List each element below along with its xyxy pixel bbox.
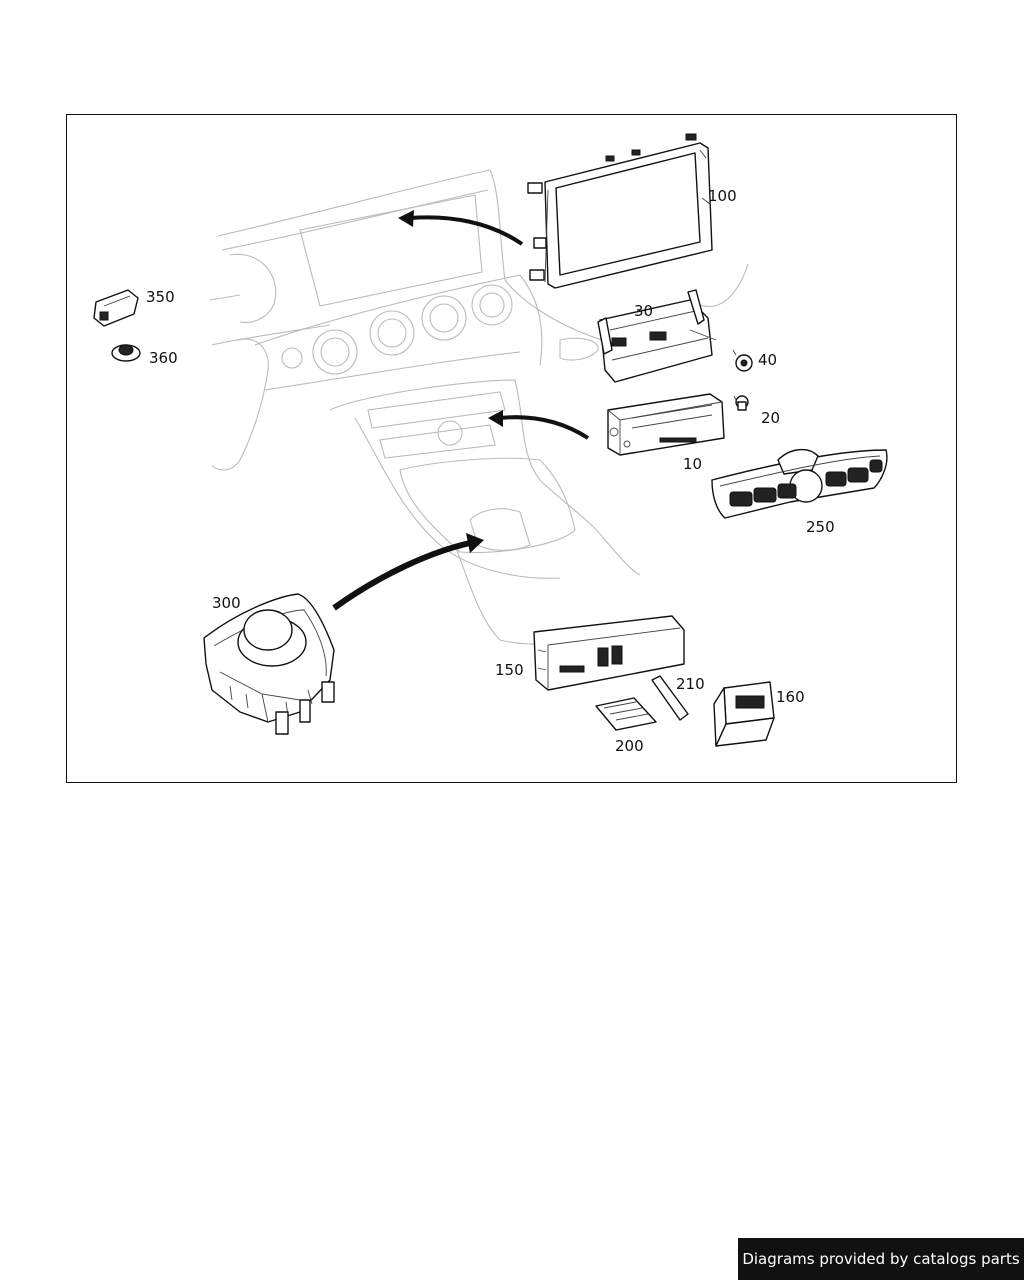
switch-160 — [713, 681, 775, 747]
callout-200: 200 — [615, 737, 644, 755]
callout-100: 100 — [708, 187, 737, 205]
sheet-200 — [595, 697, 657, 731]
callout-150: 150 — [495, 661, 524, 679]
clip-360 — [111, 344, 141, 362]
credit-badge: Diagrams provided by catalogs parts — [738, 1238, 1024, 1280]
climate-panel — [533, 615, 685, 691]
callout-40: 40 — [758, 351, 777, 369]
callout-300: 300 — [212, 594, 241, 612]
callout-30: 30 — [634, 302, 653, 320]
callout-20: 20 — [761, 409, 780, 427]
callout-350: 350 — [146, 288, 175, 306]
callout-160: 160 — [776, 688, 805, 706]
callout-labels: 100 30 40 20 10 250 350 360 300 150 210 … — [146, 187, 835, 755]
callout-210: 210 — [676, 675, 705, 693]
sensor-350 — [93, 289, 139, 327]
strip-210 — [651, 675, 689, 721]
display-unit — [527, 133, 713, 289]
callout-360: 360 — [149, 349, 178, 367]
bolt-20 — [733, 395, 749, 411]
callout-250: 250 — [806, 518, 835, 536]
screw-40 — [732, 349, 753, 372]
touchpad-controller — [203, 593, 335, 735]
callout-10: 10 — [683, 455, 702, 473]
bracket — [597, 289, 717, 383]
control-panel — [711, 449, 888, 519]
module-unit — [607, 393, 725, 456]
diagram-frame — [66, 114, 957, 783]
parts-diagram: 100 30 40 20 10 250 350 360 300 150 210 … — [93, 133, 888, 755]
arrows — [332, 210, 590, 611]
